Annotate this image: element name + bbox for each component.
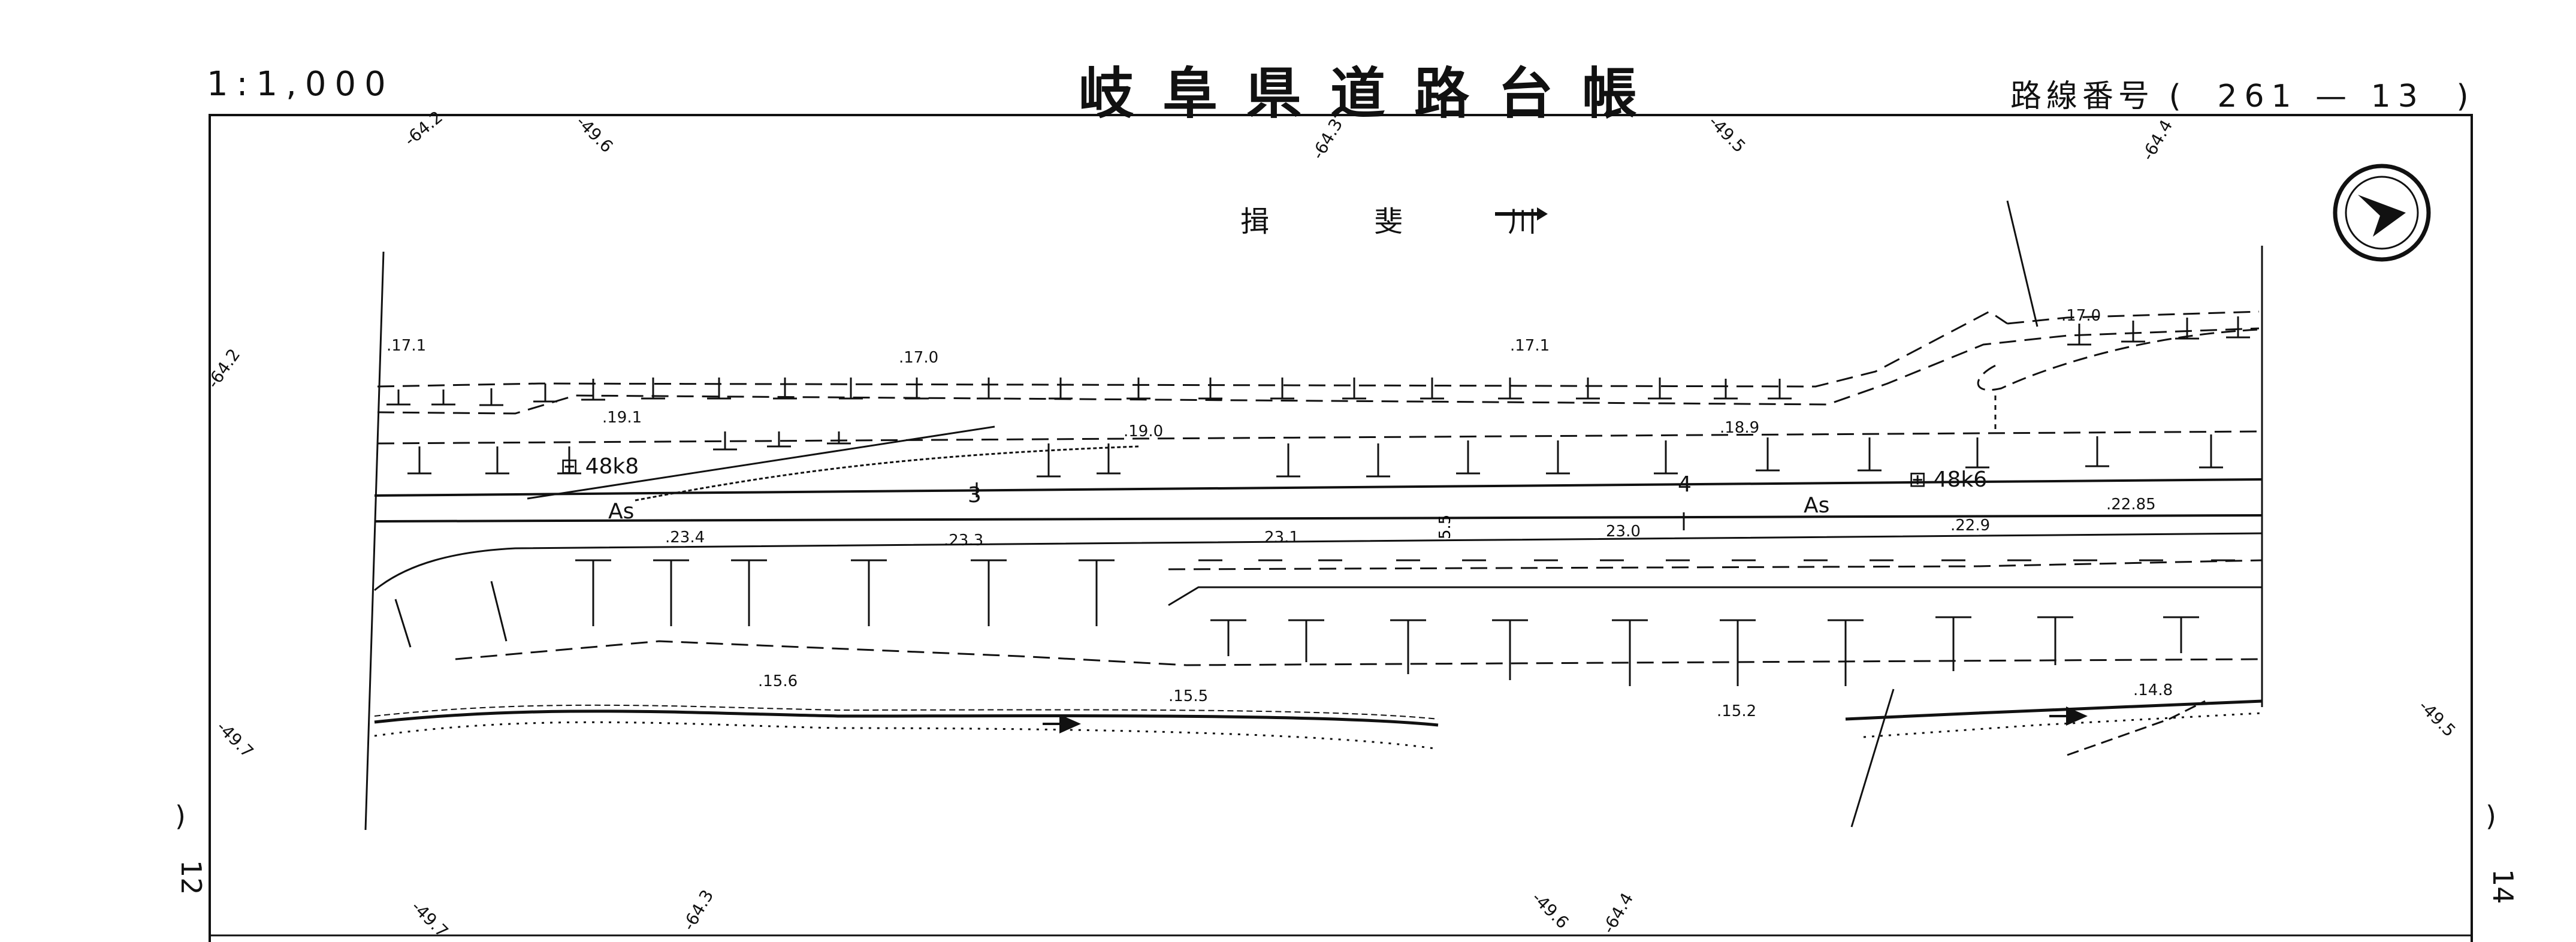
elevation-label: .17.0	[2061, 307, 2101, 325]
grid-coordinate: -49.6	[1528, 888, 1573, 933]
grid-coordinate: -64.3	[678, 886, 717, 934]
elevation-label: .14.8	[2133, 681, 2173, 699]
sheet-paren-right: )	[2486, 800, 2496, 832]
route-number-label: 路線番号 ( 261 — 13 )	[2010, 71, 2474, 116]
ramp-scalloped	[635, 445, 1139, 502]
sheet-paren-left: )	[175, 800, 186, 832]
section-line-upper	[2006, 200, 2039, 327]
river-bank-line-2	[374, 704, 1439, 720]
route-number: 261 — 13	[2217, 78, 2425, 114]
sub-road-dashed	[1168, 559, 2263, 570]
grid-coordinate: -49.6	[572, 112, 617, 157]
section-number: 4	[1678, 472, 1692, 497]
section-number: 3	[968, 483, 982, 508]
road-slope-lower	[374, 532, 2263, 591]
kilopost-label: ⊞ 48k8	[560, 454, 639, 479]
map-scale: 1:1,000	[207, 65, 394, 104]
ramp-line	[527, 425, 995, 500]
river-name: 揖 斐 川	[1240, 205, 1585, 238]
elevation-label: .15.5	[1168, 687, 1208, 705]
grid-coordinate: -64.4	[1598, 889, 1637, 937]
slope-hatching-middle	[407, 431, 2223, 478]
river-bank-line	[374, 709, 1439, 727]
elevation-label: 23.0	[1606, 523, 1641, 541]
road-edge-upper	[374, 478, 2263, 497]
elevation-label: .17.1	[1510, 337, 1550, 355]
road-edge-lower	[374, 514, 2263, 523]
sub-road-line	[1168, 586, 2262, 606]
grid-coordinate: -64.2	[203, 345, 244, 392]
elevation-label: 23.1	[1264, 529, 1299, 547]
elevation-label: .19.1	[602, 409, 642, 427]
slope-hatching-lower	[394, 559, 2235, 686]
surface-label: As	[1804, 493, 1829, 518]
elevation-label: .15.2	[1717, 702, 1756, 720]
adjacent-sheet-right: 14	[2487, 869, 2519, 904]
grid-coordinate: -64.4	[2137, 116, 2176, 164]
levee-line-upper	[377, 310, 2260, 388]
water-edge-line	[374, 721, 1439, 750]
compass-icon	[2333, 164, 2431, 262]
levee-line-upper-2	[377, 327, 2260, 415]
grid-coordinate: -49.5	[1705, 112, 1750, 157]
elevation-label: .17.1	[386, 337, 426, 355]
route-label: 路線番号	[2010, 78, 2155, 114]
levee-toe-line	[377, 430, 2260, 445]
elevation-label: .18.9	[1720, 419, 1759, 437]
section-line-lower	[1850, 689, 1895, 828]
grid-coordinate: -49.5	[2415, 696, 2460, 741]
levee-line-lower	[455, 640, 2263, 666]
surface-label: As	[608, 499, 634, 524]
elevation-label: .22.9	[1950, 517, 1990, 535]
map-frame	[209, 114, 2473, 942]
slope-hatching-upper	[386, 316, 2250, 406]
route-open-paren: (	[2169, 78, 2186, 114]
elevation-label: .19.0	[1124, 422, 1163, 440]
grid-coordinate: -64.3	[1307, 115, 1346, 162]
river-bank-right	[1845, 699, 2263, 721]
grid-coordinate: -64.2	[400, 107, 446, 150]
elevation-label: .22.85	[2106, 496, 2156, 514]
route-close-paren: )	[2456, 78, 2474, 114]
flow-arrow-icon	[1495, 207, 1548, 221]
road-width-label: 5.5	[1436, 515, 1454, 539]
drawing-limit-left	[364, 251, 385, 831]
elevation-label: .17.0	[899, 349, 938, 367]
elevation-label: .15.6	[758, 672, 798, 690]
ramp-curve	[1977, 328, 2260, 391]
adjacent-sheet-left: 12	[175, 860, 207, 895]
grid-coordinate: -49.7	[213, 717, 258, 762]
grid-coordinate: -49.7	[407, 897, 452, 942]
kilopost-label: ⊞ 48k6	[1908, 467, 1987, 492]
survey-line	[2067, 700, 2206, 756]
elevation-label: .23.4	[665, 529, 705, 547]
elevation-label: .23.3	[944, 532, 983, 550]
